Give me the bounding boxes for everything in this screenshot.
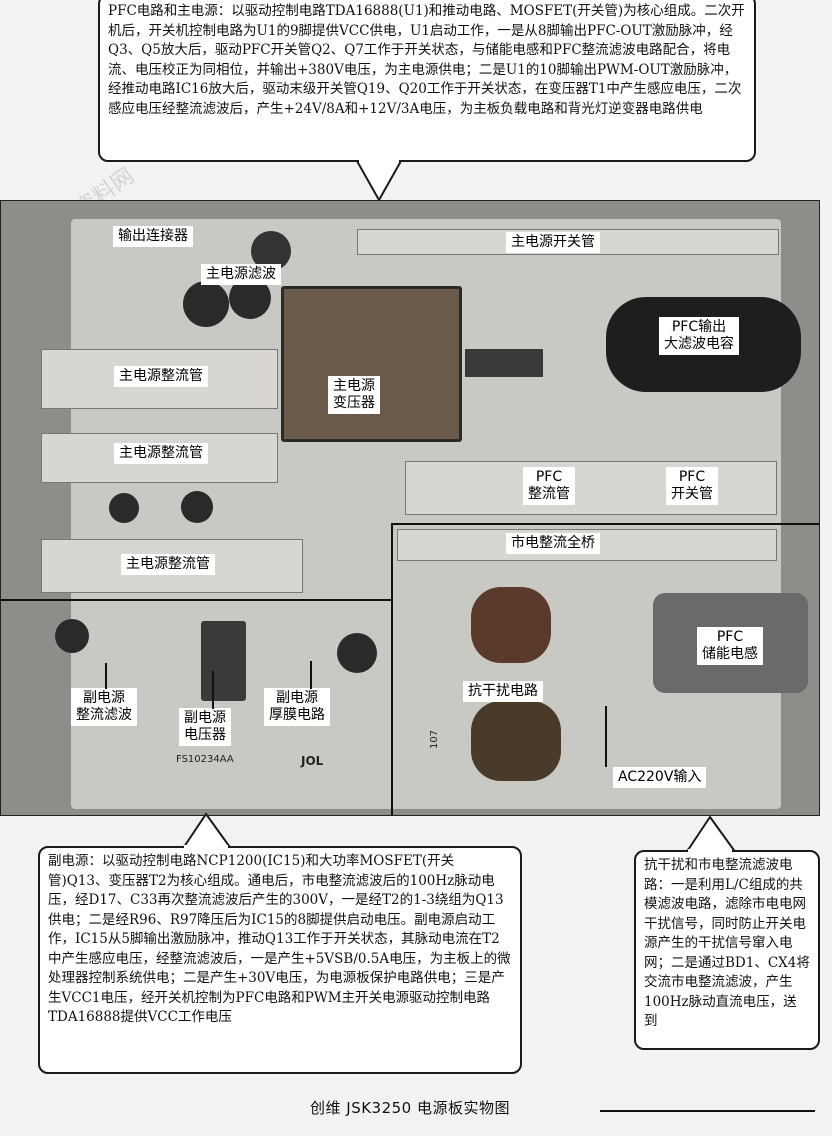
emi-choke (471, 701, 561, 781)
label-line: 开关管 (671, 486, 713, 502)
label-main-rectifier-2: 主电源整流管 (114, 443, 208, 464)
label-line: PFC输出 (671, 319, 727, 335)
label-pfc-rectifier: PFC 整流管 (523, 467, 575, 505)
region-divider (1, 599, 393, 601)
region-divider (391, 523, 819, 525)
main-transformer (281, 286, 462, 442)
label-line: 主电源 (333, 378, 375, 394)
label-pfc-inductor: PFC 储能电感 (697, 627, 763, 665)
label-line: 副电源 (184, 710, 226, 726)
label-pointers (105, 661, 607, 767)
caption-rule (600, 1110, 815, 1112)
aux-power-callout: 副电源：以驱动控制电路NCP1200(IC15)和大功率MOSFET(开关管)Q… (38, 846, 522, 1074)
capacitor (181, 491, 213, 523)
label-bridge-rectifier: 市电整流全桥 (506, 533, 600, 554)
label-line: 副电源 (276, 690, 318, 706)
region-divider (391, 523, 393, 815)
label-line: 副电源 (83, 690, 125, 706)
label-ac-input: AC220V输入 (613, 767, 707, 788)
label-line: 电压器 (184, 727, 226, 743)
emi-rectifier-callout: 抗干扰和市电整流滤波电路：一是利用L/C组成的共模滤波电路，滤除市电电网干扰信号… (634, 850, 820, 1050)
capacitor (337, 633, 377, 673)
label-emi-circuit: 抗干扰电路 (463, 681, 543, 702)
label-aux-filter: 副电源 整流滤波 (71, 688, 137, 726)
pointer-mask (688, 849, 732, 853)
figure-caption: 创维 JSK3250 电源板实物图 (310, 1099, 510, 1117)
callout-text: PFC电路和主电源：以驱动控制电路TDA16888(U1)和推动电路、MOSFE… (108, 3, 745, 117)
label-line: 储能电感 (702, 646, 758, 662)
capacitor (109, 493, 139, 523)
label-main-filter: 主电源滤波 (201, 264, 281, 285)
label-pfc-switch: PFC 开关管 (666, 467, 718, 505)
emi-choke (471, 587, 551, 663)
board-logo: JOL (301, 754, 324, 768)
label-main-rectifier-3: 主电源整流管 (121, 554, 215, 575)
pointer-mask (184, 845, 228, 849)
silkscreen-text: FS10234AA (176, 754, 234, 765)
callout-text: 抗干扰和市电整流滤波电路：一是利用L/C组成的共模滤波电路，滤除市电电网干扰信号… (644, 857, 810, 1029)
capacitor (183, 281, 229, 327)
label-line: 整流滤波 (76, 707, 132, 723)
callout-text: 副电源：以驱动控制电路NCP1200(IC15)和大功率MOSFET(开关管)Q… (48, 853, 511, 1025)
label-line: 变压器 (333, 395, 375, 411)
label-output-connector: 输出连接器 (113, 226, 193, 247)
top-callout-pointer (355, 160, 403, 202)
pfc-main-power-callout: PFC电路和主电源：以驱动控制电路TDA16888(U1)和推动电路、MOSFE… (98, 0, 756, 162)
label-line: PFC (716, 629, 744, 645)
aux-transformer (201, 621, 246, 701)
label-main-switch: 主电源开关管 (506, 232, 600, 253)
capacitor (55, 619, 89, 653)
label-line: 大滤波电容 (664, 336, 734, 352)
heatsink (41, 539, 303, 593)
label-line: 整流管 (528, 486, 570, 502)
label-pfc-output-capacitor: PFC输出 大滤波电容 (659, 317, 739, 355)
power-board-photo: FS10234AA 107 JOL 输出连接器 主电源滤波 主电源开关管 PFC… (0, 200, 820, 816)
label-line: PFC (678, 469, 706, 485)
label-main-rectifier-1: 主电源整流管 (114, 366, 208, 387)
inductor (465, 349, 543, 377)
label-line: PFC (535, 469, 563, 485)
label-line: 厚膜电路 (269, 707, 325, 723)
label-aux-transformer: 副电源 电压器 (179, 708, 231, 746)
label-aux-thick-film: 副电源 厚膜电路 (264, 688, 330, 726)
label-main-transformer: 主电源 变压器 (328, 376, 380, 414)
